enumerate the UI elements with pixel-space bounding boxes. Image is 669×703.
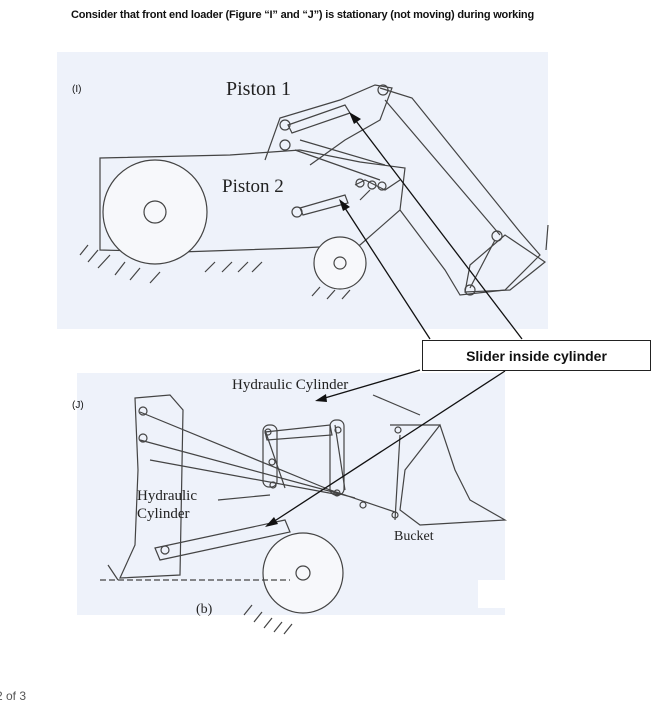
figure-i-drawing — [79, 84, 549, 300]
bucket-label: Bucket — [394, 529, 434, 544]
piston-1-label: Piston 1 — [226, 78, 292, 100]
question-heading: Consider that front end loader (Figure “… — [71, 9, 534, 21]
arrow-to-hydraulic-cylinder-lower — [269, 370, 506, 525]
page-number: 2 of 3 — [0, 689, 27, 703]
figure-i-label: (I) — [72, 84, 82, 95]
piston-2-label: Piston 2 — [222, 176, 284, 197]
hydraulic-cylinder-top-label: Hydraulic Cylinder — [232, 377, 349, 393]
figure-j-label: (J) — [72, 400, 84, 411]
arrowheads — [265, 112, 361, 527]
annotation-arrows — [269, 116, 523, 525]
slider-inside-cylinder-callout: Slider inside cylinder — [422, 340, 651, 371]
hydraulic-cylinder-left-label-line2: Cylinder — [137, 506, 190, 522]
arrow-to-hydraulic-cylinder-top — [317, 369, 421, 401]
figure-j-drawing — [100, 394, 508, 635]
hydraulic-cylinder-left-label-line1: Hydraulic — [137, 488, 197, 504]
figure-j-caption: (b) — [196, 602, 213, 617]
arrow-to-piston-2 — [342, 204, 431, 340]
arrow-to-piston-1 — [352, 116, 523, 340]
